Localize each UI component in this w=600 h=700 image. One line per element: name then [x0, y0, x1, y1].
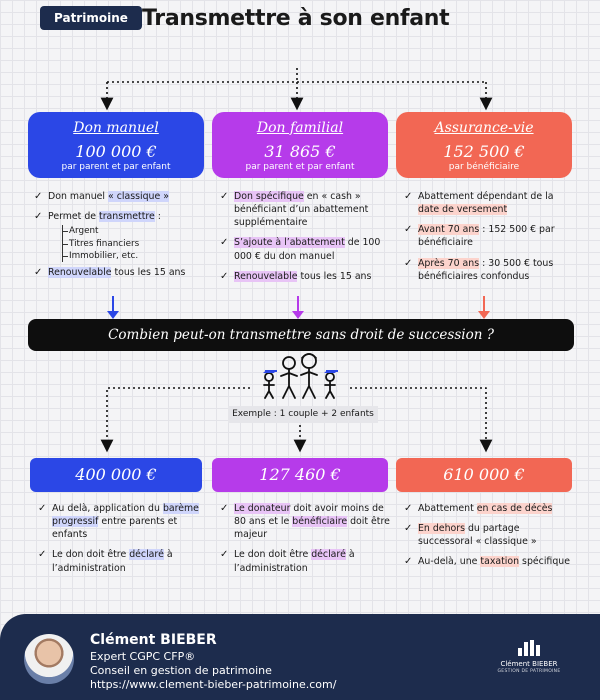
author-website-link[interactable]: https://www.clement-bieber-patrimoine.co…: [90, 678, 337, 691]
list-item: Permet de transmettre : Argent Titres fi…: [34, 210, 212, 263]
card-name: Don familial: [256, 120, 344, 136]
asset-type: Argent: [63, 225, 212, 237]
list-item: S’ajoute à l’abattement de 100 000 € du …: [220, 236, 398, 262]
card-sub: par parent et par enfant: [61, 162, 171, 172]
example-label: Exemple : 1 couple + 2 enfants: [228, 406, 378, 423]
asset-type: Immobilier, etc.: [63, 250, 212, 262]
card-don-manuel: Don manuel 100 000 € par parent et par e…: [28, 112, 204, 178]
list-item: Au-delà, une taxation spécifique: [404, 555, 574, 569]
card-amount: 100 000 €: [75, 142, 157, 161]
list-item: En dehors du partage successoral « class…: [404, 522, 574, 548]
list-item: Le don doit être déclaré à l’administrat…: [38, 548, 206, 574]
result-assurance-vie-details: Abattement en cas de décès En dehors du …: [404, 502, 574, 576]
question-banner: Combien peut-on transmettre sans droit d…: [28, 319, 574, 351]
list-item: Après 70 ans : 30 500 € tous bénéficiair…: [404, 257, 574, 283]
don-familial-details: Don spécifique en « cash » bénéficiant d…: [220, 190, 398, 290]
author-role: Conseil en gestion de patrimoine: [90, 664, 272, 677]
assurance-vie-details: Abattement dépendant de la date de verse…: [404, 190, 574, 290]
brand-logo: Clément BIEBER GESTION DE PATRIMOINE: [494, 640, 564, 674]
card-sub: par bénéficiaire: [448, 162, 520, 172]
list-item: Avant 70 ans : 152 500 € par bénéficiair…: [404, 223, 574, 249]
list-item: Au delà, application du barème progressi…: [38, 502, 206, 541]
list-item: Don manuel « classique »: [34, 190, 212, 204]
card-name: Assurance-vie: [434, 120, 534, 136]
category-badge: Patrimoine: [40, 6, 142, 30]
list-item: Renouvelable tous les 15 ans: [34, 266, 212, 280]
logo-name: Clément BIEBER: [500, 660, 558, 668]
card-amount: 31 865 €: [264, 142, 336, 161]
family-illustration-icon: [263, 353, 336, 399]
card-name: Don manuel: [73, 120, 159, 136]
result-assurance-vie: 610 000 €: [396, 458, 572, 492]
list-item: Abattement en cas de décès: [404, 502, 574, 516]
don-manuel-details: Don manuel « classique » Permet de trans…: [34, 190, 212, 286]
card-assurance-vie: Assurance-vie 152 500 € par bénéficiaire: [396, 112, 572, 178]
author-name: Clément BIEBER: [90, 632, 217, 648]
card-sub: par parent et par enfant: [245, 162, 355, 172]
card-amount: 152 500 €: [443, 142, 525, 161]
building-icon: [494, 640, 564, 656]
result-don-familial: 127 460 €: [212, 458, 388, 492]
asset-type: Titres financiers: [63, 238, 212, 250]
asset-types: Argent Titres financiers Immobilier, etc…: [62, 225, 212, 263]
author-title: Expert CGPC CFP®: [90, 650, 196, 663]
author-footer: Clément BIEBER Expert CGPC CFP® Conseil …: [0, 614, 600, 700]
logo-tagline: GESTION DE PATRIMOINE: [497, 669, 561, 674]
card-don-familial: Don familial 31 865 € par parent et par …: [212, 112, 388, 178]
list-item: Don spécifique en « cash » bénéficiant d…: [220, 190, 398, 229]
list-item: Le don doit être déclaré à l’administrat…: [220, 548, 390, 574]
list-item: Renouvelable tous les 15 ans: [220, 270, 398, 284]
result-don-familial-details: Le donateur doit avoir moins de 80 ans e…: [220, 502, 390, 582]
list-item: Abattement dépendant de la date de verse…: [404, 190, 574, 216]
avatar: [24, 634, 74, 684]
result-don-manuel: 400 000 €: [30, 458, 202, 492]
page-title: Transmettre à son enfant: [142, 6, 450, 31]
result-don-manuel-details: Au delà, application du barème progressi…: [38, 502, 206, 582]
list-item: Le donateur doit avoir moins de 80 ans e…: [220, 502, 390, 541]
